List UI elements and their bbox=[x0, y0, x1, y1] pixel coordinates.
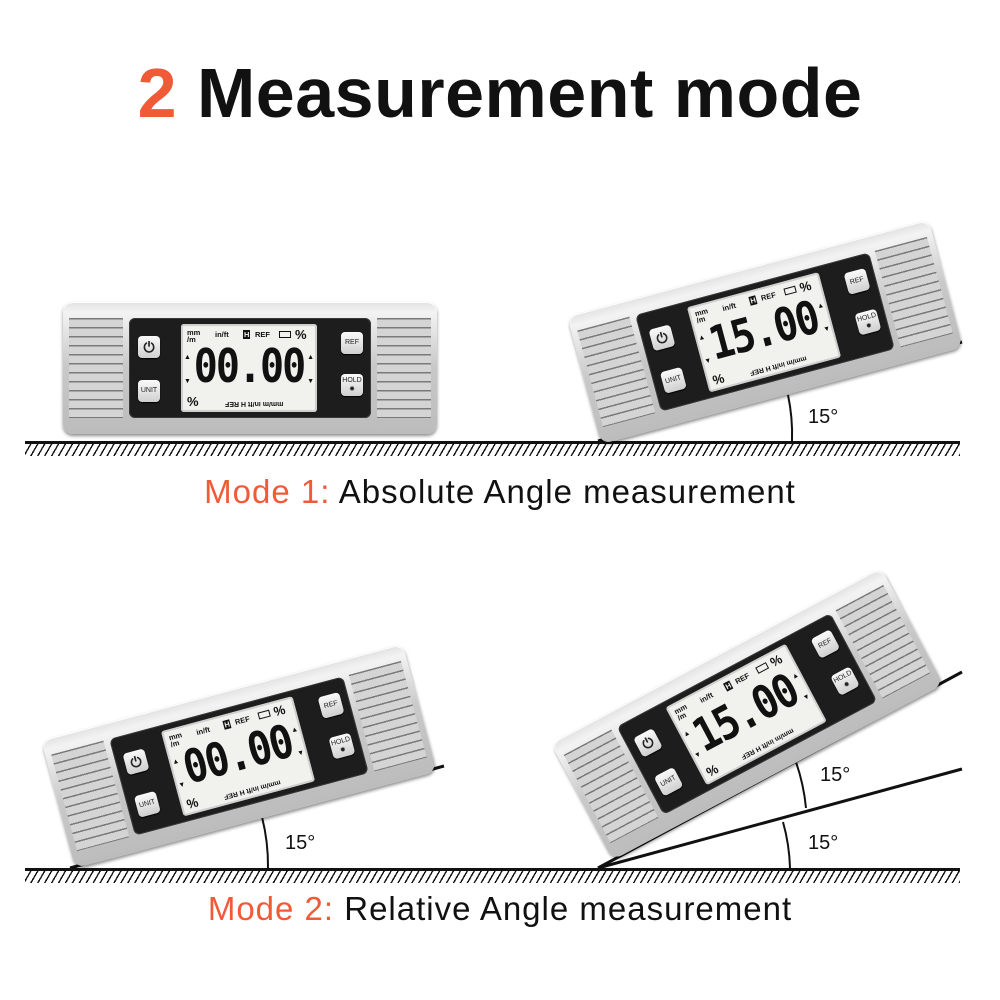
angle-label-1: 15° bbox=[808, 406, 839, 428]
power-button[interactable]: ⏻ bbox=[648, 324, 676, 352]
inclinometer-device-1: ⏻ UNIT REF HOLD ✹ mm/m in/ft H REF % ▲ ▼ … bbox=[63, 302, 437, 434]
arrow-down-icon: ▼ bbox=[177, 780, 187, 790]
arrow-up-icon: ▲ bbox=[697, 333, 707, 343]
mode-1-caption: Mode 1: Absolute Angle measurement bbox=[0, 473, 1000, 511]
power-button[interactable]: ⏻ bbox=[122, 748, 150, 776]
percent-indicator: % bbox=[710, 370, 726, 388]
arrow-down-icon: ▼ bbox=[296, 749, 306, 758]
grip-ribs-right bbox=[377, 318, 431, 418]
lcd-screen: mm/m in/ft H REF % ▲ ▼ ▲ ▼ 15.00 % mm/m … bbox=[686, 272, 842, 393]
mm-label: mm bbox=[187, 328, 201, 337]
mode-1-label: Mode 1: bbox=[204, 473, 331, 510]
battery-icon bbox=[783, 285, 797, 296]
grip-ribs-left bbox=[69, 318, 123, 418]
unit-button[interactable]: UNIT bbox=[138, 380, 160, 402]
title-text: Measurement mode bbox=[196, 54, 863, 132]
angle-arc-1 bbox=[787, 394, 794, 442]
hold-button[interactable]: HOLD✹ bbox=[854, 308, 882, 336]
mode-1-text: Absolute Angle measurement bbox=[338, 473, 796, 510]
arrow-down-icon: ▼ bbox=[822, 325, 832, 334]
control-panel: ⏻ UNIT REF HOLD ✹ mm/m in/ft H REF % ▲ ▼ … bbox=[129, 318, 371, 418]
mode-2-caption: Mode 2: Relative Angle measurement bbox=[0, 890, 1000, 928]
hold-button[interactable]: HOLD ✹ bbox=[341, 374, 363, 396]
light-icon: ✹ bbox=[842, 680, 852, 690]
angle-label-2: 15° bbox=[285, 832, 316, 854]
angle-label-3: 15° bbox=[820, 764, 851, 786]
title-number: 2 bbox=[137, 54, 178, 132]
arrow-down-icon: ▼ bbox=[184, 378, 191, 385]
arrow-down-icon: ▼ bbox=[307, 378, 314, 385]
flipped-indicators: mm/m in/ft H REF bbox=[225, 400, 284, 407]
lcd-screen: mm/m in/ft H REF % ▲ ▼ ▲ ▼ 00.00 % mm/m … bbox=[181, 324, 317, 412]
arrow-up-icon: ▲ bbox=[307, 354, 314, 361]
hold-indicator: H bbox=[748, 295, 758, 306]
per-m-label: /m bbox=[187, 335, 196, 344]
mode-2-text: Relative Angle measurement bbox=[344, 890, 793, 927]
reading-display: 00.00 bbox=[193, 340, 306, 394]
angle-label-4: 15° bbox=[808, 832, 839, 854]
unit-button[interactable]: UNIT bbox=[659, 366, 687, 394]
percent-indicator: % bbox=[295, 327, 307, 342]
arrow-down-icon: ▼ bbox=[802, 692, 812, 703]
inft-indicator: in/ft bbox=[215, 330, 229, 339]
arrow-up-icon: ▲ bbox=[790, 671, 801, 682]
power-button[interactable]: ⏻ bbox=[633, 727, 663, 758]
battery-icon bbox=[279, 331, 291, 338]
percent-indicator: % bbox=[184, 794, 200, 812]
angle-arc-2 bbox=[261, 816, 270, 869]
mode-2-label: Mode 2: bbox=[207, 890, 335, 927]
light-icon: ✹ bbox=[349, 386, 355, 393]
hold-indicator: H bbox=[243, 330, 251, 339]
power-button[interactable]: ⏻ bbox=[138, 336, 160, 358]
ground-surface-2 bbox=[25, 868, 960, 883]
arrow-up-icon: ▲ bbox=[184, 354, 191, 361]
unit-button[interactable]: UNIT bbox=[133, 790, 161, 818]
lcd-screen: mm/m in/ft H REF % ▲ ▼ ▲ ▼ 00.00 % mm/m … bbox=[160, 696, 316, 817]
arrow-up-icon: ▲ bbox=[816, 301, 826, 311]
light-icon: ✹ bbox=[339, 746, 347, 755]
ref-button[interactable]: REF bbox=[810, 629, 841, 659]
ref-button[interactable]: REF bbox=[843, 267, 871, 295]
unit-indicator: mm/m bbox=[187, 328, 201, 344]
percent-indicator: % bbox=[703, 761, 721, 780]
hold-label: HOLD bbox=[330, 735, 352, 748]
hold-button[interactable]: HOLD✹ bbox=[830, 666, 860, 697]
percent-indicator: % bbox=[187, 394, 199, 409]
incline-line-3 bbox=[597, 767, 963, 870]
arrow-up-icon: ▲ bbox=[290, 725, 300, 735]
light-icon: ✹ bbox=[865, 322, 873, 331]
hold-button[interactable]: HOLD✹ bbox=[328, 732, 356, 760]
arrow-down-icon: ▼ bbox=[693, 750, 703, 760]
unit-button[interactable]: UNIT bbox=[653, 766, 684, 797]
ground-surface-1 bbox=[25, 441, 960, 456]
hold-indicator: H bbox=[222, 719, 232, 730]
ref-button[interactable]: REF bbox=[317, 691, 345, 719]
hold-label: HOLD bbox=[342, 377, 362, 384]
page-title: 2 Measurement mode bbox=[0, 48, 1000, 138]
ref-button[interactable]: REF bbox=[341, 332, 363, 354]
arrow-up-icon: ▲ bbox=[171, 757, 181, 767]
hold-label: HOLD bbox=[856, 311, 878, 324]
arrow-up-icon: ▲ bbox=[682, 729, 692, 739]
arrow-down-icon: ▼ bbox=[703, 356, 713, 366]
battery-icon bbox=[257, 709, 271, 720]
angle-arc-3 bbox=[782, 821, 791, 869]
ref-indicator: REF bbox=[255, 330, 270, 339]
